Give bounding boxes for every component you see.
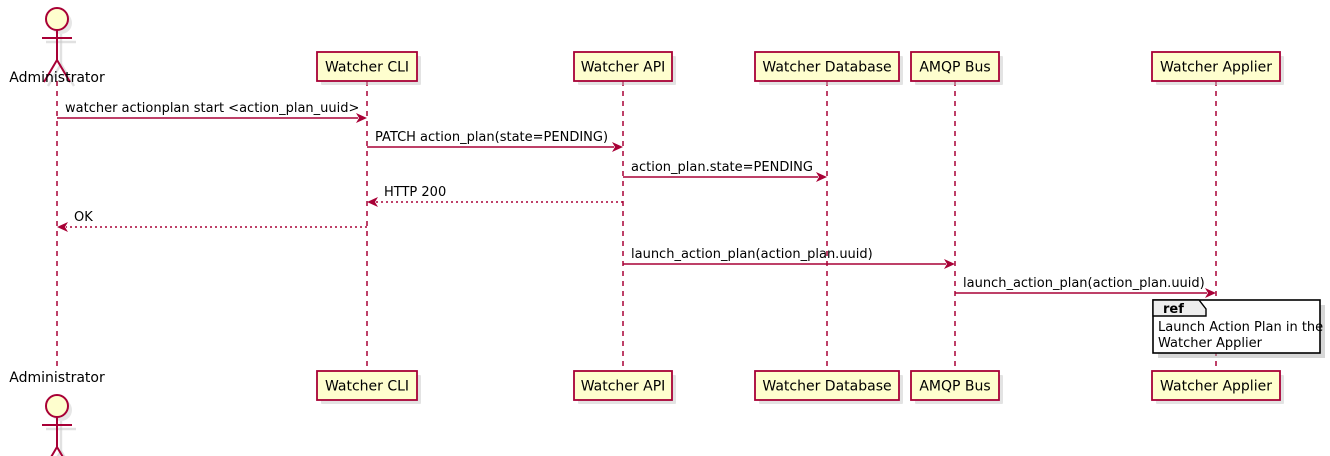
participant-label: Watcher CLI <box>325 60 409 76</box>
participant-label: AMQP Bus <box>919 60 990 76</box>
participant-box-rect <box>1151 370 1281 401</box>
participant-label: Watcher API <box>581 379 666 395</box>
message-6[interactable]: launch_action_plan(action_plan.uuid) <box>623 247 955 269</box>
message-label: HTTP 200 <box>384 185 446 200</box>
message-label: launch_action_plan(action_plan.uuid) <box>963 276 1205 291</box>
message-label: launch_action_plan(action_plan.uuid) <box>631 247 873 262</box>
participant-label: Watcher CLI <box>325 379 409 395</box>
participant-box-watcher-api-bottom[interactable]: Watcher API <box>573 370 676 404</box>
message-arrowhead <box>612 142 623 152</box>
participant-label: Watcher Database <box>762 60 891 76</box>
participant-label: Watcher Applier <box>1160 379 1272 395</box>
participant-label: Watcher Database <box>762 379 891 395</box>
messages-layer: watcher actionplan start <action_plan_uu… <box>57 101 1216 298</box>
participant-label: Watcher API <box>581 60 666 76</box>
message-4[interactable]: HTTP 200 <box>367 185 623 207</box>
message-label: action_plan.state=PENDING <box>631 160 813 175</box>
actor-leg-left <box>50 446 58 456</box>
lifelines-layer <box>56 81 1217 371</box>
actor-head <box>45 7 69 31</box>
actor-head <box>45 394 69 418</box>
actor-leg-left <box>43 59 58 83</box>
participant-box-watcher-cli-bottom[interactable]: Watcher CLI <box>316 370 421 404</box>
participant-box-rect <box>573 370 673 401</box>
participant-box-rect <box>754 370 900 401</box>
message-label: OK <box>74 210 93 225</box>
ref-fragment-tab-label: ref <box>1163 302 1184 317</box>
participant-box-rect <box>573 51 673 82</box>
participant-box-watcher-database-bottom[interactable]: Watcher Database <box>754 370 903 404</box>
participant-box-watcher-database-top[interactable]: Watcher Database <box>754 51 903 85</box>
message-5[interactable]: OK <box>57 210 367 232</box>
ref-fragment-tab <box>1152 299 1207 317</box>
message-label: watcher actionplan start <action_plan_uu… <box>65 101 359 116</box>
message-3[interactable]: action_plan.state=PENDING <box>623 160 827 182</box>
message-arrowhead <box>57 222 68 232</box>
participant-box-amqp-bus-bottom[interactable]: AMQP Bus <box>910 370 1003 404</box>
message-arrowhead <box>816 172 827 182</box>
actor-label-administrator: Administrator <box>9 70 105 86</box>
message-arrowhead <box>367 197 378 207</box>
participant-box-watcher-api-top[interactable]: Watcher API <box>573 51 676 85</box>
participant-label: AMQP Bus <box>919 379 990 395</box>
participant-box-watcher-cli-top[interactable]: Watcher CLI <box>316 51 421 85</box>
message-1[interactable]: watcher actionplan start <action_plan_uu… <box>57 101 367 123</box>
actor-label-administrator: Administrator <box>9 370 105 386</box>
participant-box-rect <box>754 51 900 82</box>
message-arrowhead <box>944 259 955 269</box>
message-label: PATCH action_plan(state=PENDING) <box>375 130 608 145</box>
ref-fragment-text-line: Launch Action Plan in the <box>1158 320 1323 335</box>
participant-box-rect <box>316 51 418 82</box>
participant-box-rect <box>1151 51 1281 82</box>
participant-box-rect <box>910 370 1000 401</box>
ref-fragment-text-line: Watcher Applier <box>1158 336 1263 351</box>
participant-box-amqp-bus-top[interactable]: AMQP Bus <box>910 51 1003 85</box>
actor-leg-right <box>56 59 71 83</box>
participant-box-rect <box>316 370 418 401</box>
participant-label: Watcher Applier <box>1160 60 1272 76</box>
message-7[interactable]: launch_action_plan(action_plan.uuid) <box>955 276 1216 298</box>
actor-administrator-bottom[interactable] <box>42 394 76 456</box>
actor-administrator-top[interactable] <box>42 7 76 87</box>
message-2[interactable]: PATCH action_plan(state=PENDING) <box>367 130 623 152</box>
participant-box-rect <box>910 51 1000 82</box>
actor-leg-right <box>56 446 64 456</box>
participants-layer: Watcher CLI Watcher CLI Watcher API Watcher… <box>316 51 1284 404</box>
message-arrowhead <box>356 113 367 123</box>
participant-box-watcher-applier-top[interactable]: Watcher Applier <box>1151 51 1284 85</box>
message-arrowhead <box>1205 288 1216 298</box>
participant-box-watcher-applier-bottom[interactable]: Watcher Applier <box>1151 370 1284 404</box>
